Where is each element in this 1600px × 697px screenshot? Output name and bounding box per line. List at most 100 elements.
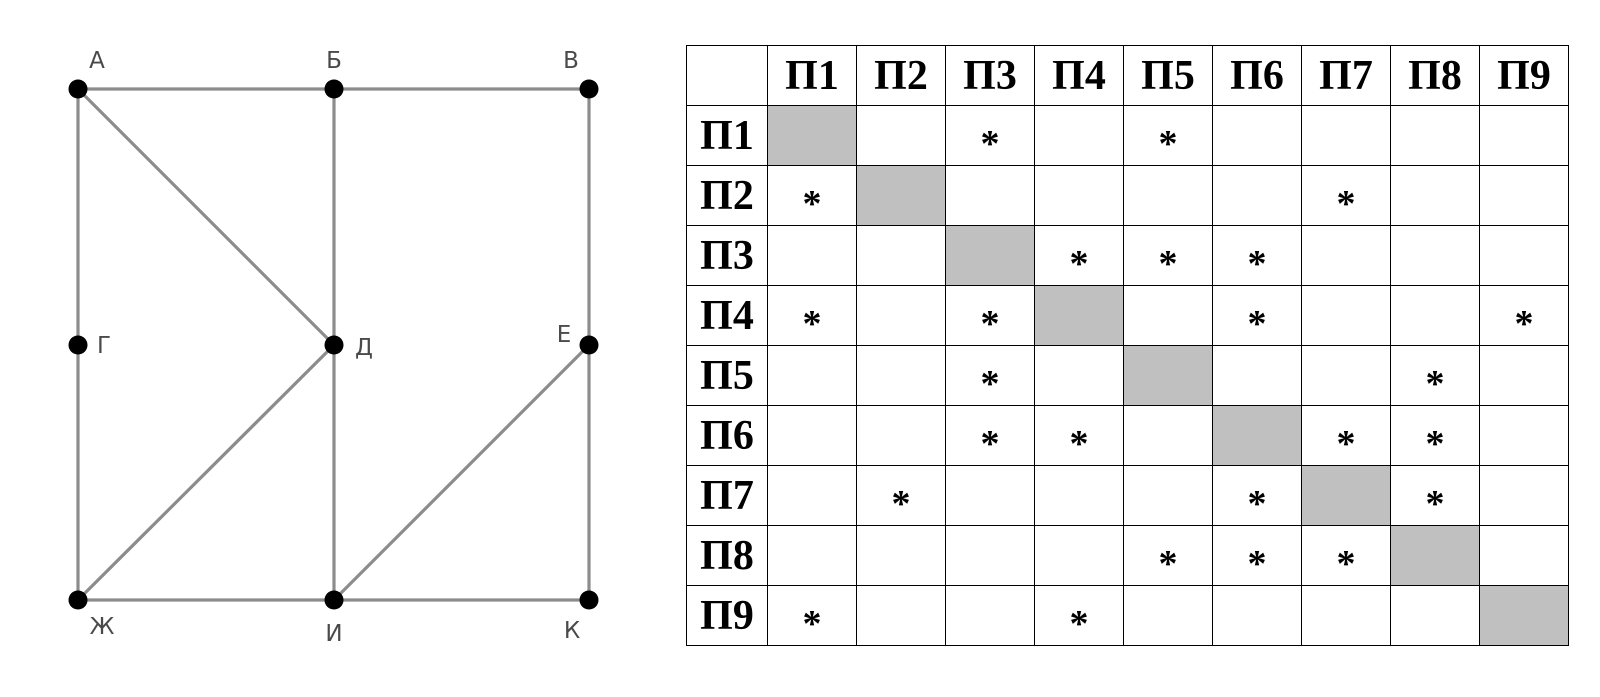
edge-mark: * <box>891 482 911 525</box>
edge-mark: * <box>1069 602 1089 645</box>
graph-vertices <box>68 79 599 610</box>
edge-mark: * <box>1336 422 1356 465</box>
table-cell-empty <box>1301 225 1391 286</box>
diagonal-cell <box>945 225 1035 286</box>
table-row: П2** <box>686 165 1569 226</box>
vertex-label-g: Г <box>97 333 111 359</box>
graph-edges <box>76 87 591 602</box>
column-header-p6: П6 <box>1212 45 1302 106</box>
table-cell-marked: * <box>1123 225 1213 286</box>
table-corner-cell <box>686 45 768 106</box>
table-cell-empty <box>1479 525 1569 586</box>
table-cell-empty <box>945 465 1035 526</box>
edge-mark: * <box>980 122 1000 165</box>
table-cell-empty <box>1479 225 1569 286</box>
table-cell-marked: * <box>945 405 1035 466</box>
column-header-p5: П5 <box>1123 45 1213 106</box>
vertex-label-k: К <box>564 618 580 644</box>
table-row: П6**** <box>686 405 1569 466</box>
edge-mark: * <box>1069 422 1089 465</box>
table-cell-marked: * <box>1479 285 1569 346</box>
table-cell-empty <box>1123 165 1213 226</box>
diagonal-cell <box>1123 345 1213 406</box>
table-cell-marked: * <box>945 105 1035 166</box>
table-cell-empty <box>1301 345 1391 406</box>
row-header-p9: П9 <box>686 585 768 646</box>
vertex-d <box>324 335 344 355</box>
table-cell-marked: * <box>1301 165 1391 226</box>
table-cell-empty <box>1034 465 1124 526</box>
diagonal-cell <box>1301 465 1391 526</box>
row-header-p8: П8 <box>686 525 768 586</box>
column-header-p2: П2 <box>856 45 946 106</box>
row-header-p4: П4 <box>686 285 768 346</box>
table-cell-empty <box>1301 285 1391 346</box>
edge-mark: * <box>1425 482 1445 525</box>
vertex-b <box>324 79 344 99</box>
table-cell-empty <box>1212 105 1302 166</box>
table-row: П5** <box>686 345 1569 406</box>
table-cell-empty <box>1212 345 1302 406</box>
table-cell-empty <box>767 525 857 586</box>
table-cell-empty <box>1301 585 1391 646</box>
diagonal-cell <box>1390 525 1480 586</box>
table-cell-marked: * <box>1212 225 1302 286</box>
table-row: П1** <box>686 105 1569 166</box>
edge-a-d <box>76 87 336 347</box>
table-cell-empty <box>1034 165 1124 226</box>
table-cell-empty <box>856 405 946 466</box>
table-cell-marked: * <box>1301 405 1391 466</box>
vertex-g <box>68 335 88 355</box>
table-cell-marked: * <box>1212 465 1302 526</box>
table-cell-empty <box>1390 225 1480 286</box>
vertex-label-d: Д <box>355 335 373 361</box>
edge-mark: * <box>1158 542 1178 585</box>
table-cell-marked: * <box>856 465 946 526</box>
table-cell-marked: * <box>945 345 1035 406</box>
vertex-k <box>579 590 599 610</box>
vertex-label-i: И <box>325 621 342 647</box>
edge-mark: * <box>1336 182 1356 225</box>
edge-mark: * <box>1158 122 1178 165</box>
edge-mark: * <box>1069 242 1089 285</box>
edge-mark: * <box>1158 242 1178 285</box>
vertex-label-zh: Ж <box>90 614 115 640</box>
table-cell-empty <box>1034 345 1124 406</box>
diagonal-cell <box>1034 285 1124 346</box>
edge-mark: * <box>1247 302 1267 345</box>
table-cell-marked: * <box>1034 585 1124 646</box>
table-cell-empty <box>945 165 1035 226</box>
table-cell-empty <box>1212 585 1302 646</box>
row-header-p5: П5 <box>686 345 768 406</box>
table-cell-empty <box>767 225 857 286</box>
table-cell-empty <box>1123 465 1213 526</box>
table-row: П4**** <box>686 285 1569 346</box>
edge-mark: * <box>1514 302 1534 345</box>
edge-mark: * <box>980 362 1000 405</box>
table-cell-empty <box>1479 345 1569 406</box>
edge-d-zh <box>76 343 336 602</box>
edge-mark: * <box>802 182 822 225</box>
table-cell-empty <box>856 225 946 286</box>
table-cell-marked: * <box>1034 225 1124 286</box>
edge-mark: * <box>1247 242 1267 285</box>
table-cell-marked: * <box>1390 465 1480 526</box>
edge-mark: * <box>980 422 1000 465</box>
vertex-label-a: А <box>89 48 105 74</box>
edge-mark: * <box>1247 542 1267 585</box>
table-cell-marked: * <box>1123 105 1213 166</box>
table-cell-marked: * <box>1123 525 1213 586</box>
table-cell-empty <box>1390 585 1480 646</box>
table-row: П7*** <box>686 465 1569 526</box>
vertex-zh <box>68 590 88 610</box>
edge-mark: * <box>802 302 822 345</box>
table-cell-empty <box>1123 285 1213 346</box>
table-cell-empty <box>1034 105 1124 166</box>
table-cell-empty <box>856 345 946 406</box>
table-cell-empty <box>1479 105 1569 166</box>
edge-e-i <box>332 343 591 602</box>
